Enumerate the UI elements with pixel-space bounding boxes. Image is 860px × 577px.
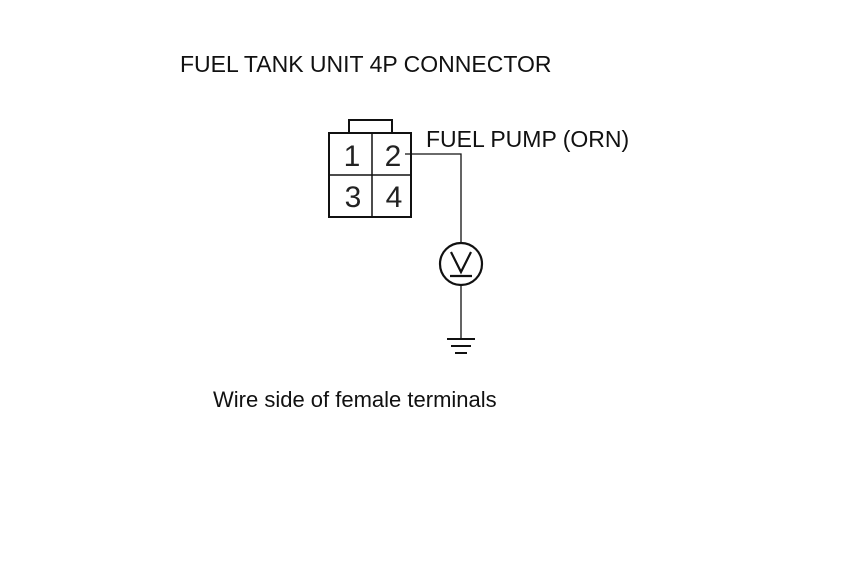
pin-3-label: 3: [345, 181, 362, 214]
connector-4p: 1 2 3 4: [328, 119, 412, 218]
voltmeter-icon: [438, 241, 484, 287]
connector-latch: [348, 119, 393, 134]
pin-1-label: 1: [344, 140, 361, 173]
probe-wire: [405, 153, 462, 243]
diagram-caption: Wire side of female terminals: [213, 387, 497, 412]
ground-icon: [447, 338, 475, 354]
wire-label: FUEL PUMP (ORN): [426, 126, 629, 152]
pin-2-label: 2: [385, 140, 402, 173]
diagram-title: FUEL TANK UNIT 4P CONNECTOR: [180, 51, 551, 77]
pin-4-label: 4: [386, 181, 403, 214]
